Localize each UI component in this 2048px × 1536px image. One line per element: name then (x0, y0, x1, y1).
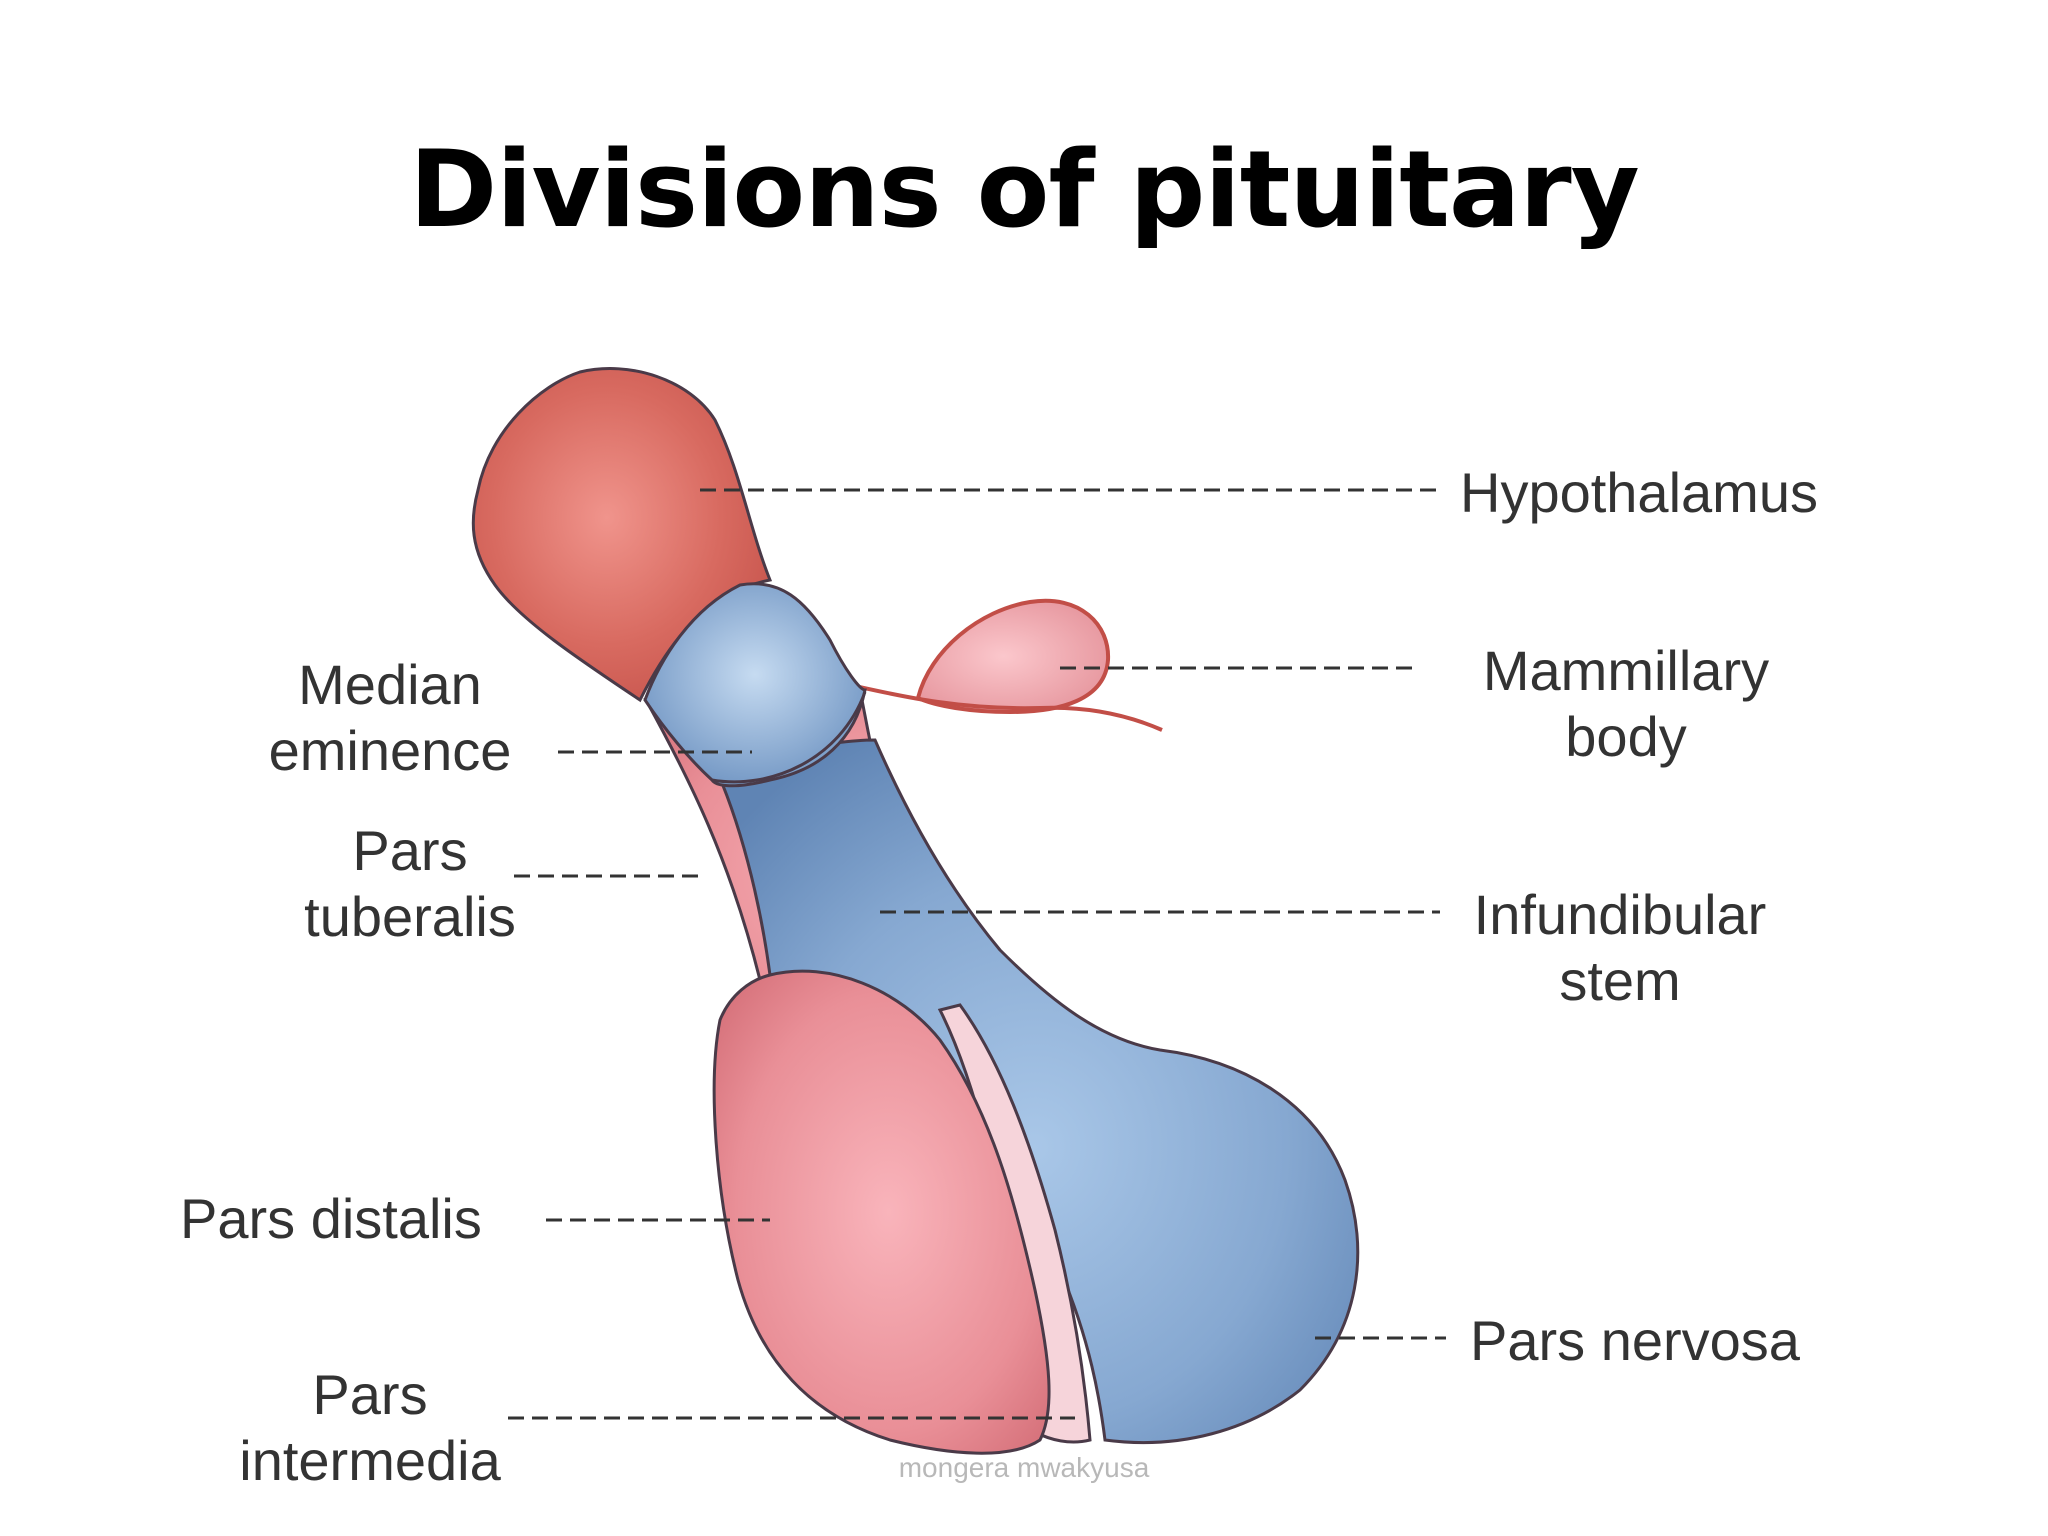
label-hypothalamus: Hypothalamus (1460, 461, 1818, 524)
leader-lines (508, 488, 1446, 1420)
label-median-eminence: Median eminence (268, 653, 512, 782)
slide-title: Divisions of pituitary (409, 128, 1640, 251)
label-pars-distalis: Pars distalis (180, 1187, 482, 1250)
label-pars-intermedia: Pars intermedia (239, 1363, 501, 1492)
label-mammillary-body: Mammillary body (1482, 639, 1770, 768)
footer-credit: mongera mwakyusa (898, 1452, 1150, 1483)
median-eminence-shape (643, 582, 867, 788)
label-pars-nervosa: Pars nervosa (1470, 1309, 1800, 1372)
mammillary-body-shape (854, 598, 1163, 732)
label-pars-tuberalis: Pars tuberalis (304, 819, 516, 948)
pars-distalis-shape (712, 969, 1051, 1455)
label-infundibular-stem: Infundibular stem (1473, 883, 1767, 1012)
